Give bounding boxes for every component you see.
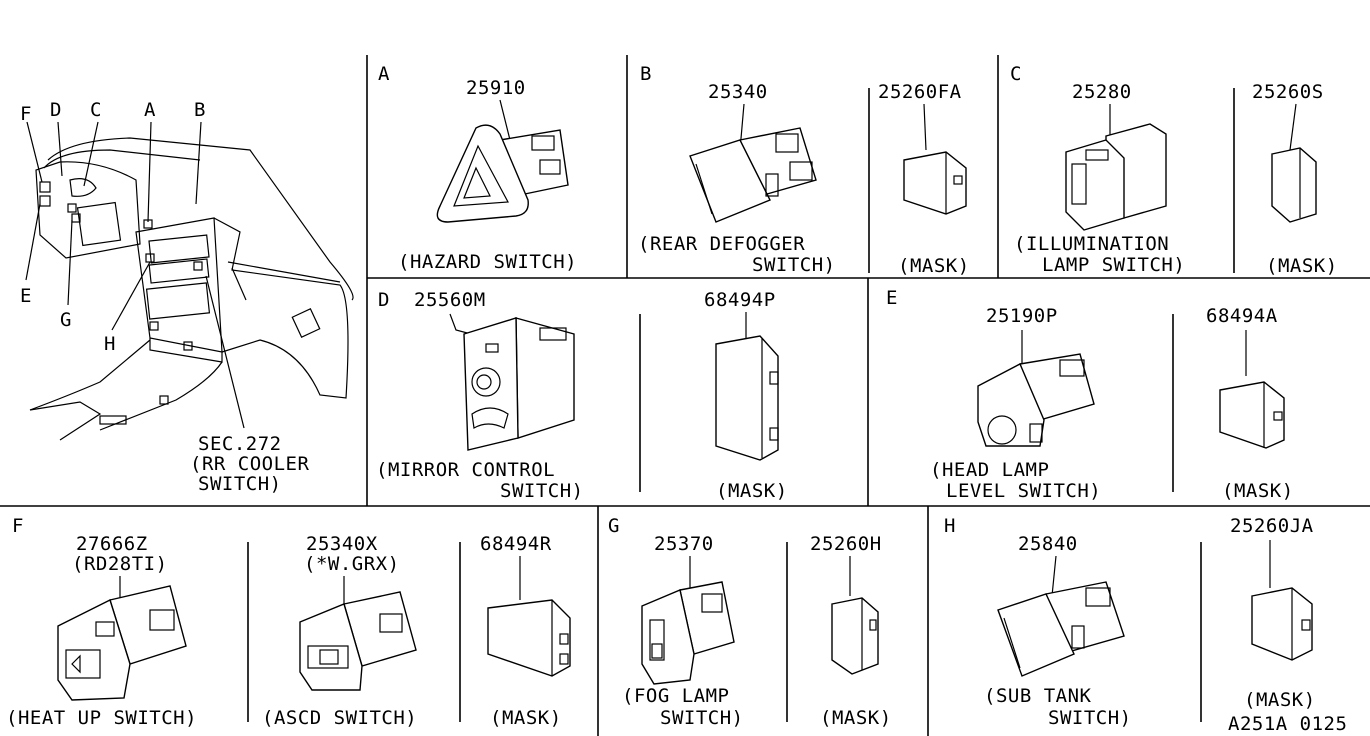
panel-a: A 25910 (HAZARD SWITCH): [378, 63, 577, 273]
part-number: 25370: [654, 533, 714, 555]
panel-letter: A: [378, 63, 390, 85]
part-note-2: (*W.GRX): [304, 553, 400, 575]
part-number-1: 27666Z: [76, 533, 148, 555]
sub-tank-switch-drawing: [997, 581, 1125, 677]
mask-drawing: [1271, 147, 1317, 223]
callout-b: B: [194, 99, 206, 121]
callout-h: H: [104, 333, 116, 355]
part-caption-line2: SWITCH): [660, 707, 744, 729]
panel-g: G 25370 (FOG LAMP SWITCH) 25260H (MASK): [608, 515, 892, 729]
part-number: 25560M: [414, 289, 486, 311]
callout-c: C: [90, 99, 102, 121]
part-caption: (HAZARD SWITCH): [398, 251, 577, 273]
mask-caption: (MASK): [820, 707, 892, 729]
part-number: 25840: [1018, 533, 1078, 555]
part-number: 25280: [1072, 81, 1132, 103]
part-caption-line1: (HEAD LAMP: [930, 459, 1049, 481]
mask-part-number: 25260JA: [1230, 515, 1314, 537]
callout-a: A: [144, 99, 156, 121]
part-note-1: (RD28TI): [72, 553, 168, 575]
illumination-switch-drawing: [1065, 123, 1167, 231]
rear-defogger-switch-drawing: [689, 127, 817, 223]
mask-drawing: [715, 335, 779, 461]
mask-drawing: [1251, 587, 1313, 661]
part-caption-line1: (MIRROR CONTROL: [376, 459, 555, 481]
panel-letter: E: [886, 287, 898, 309]
part-caption-line1: (REAR DEFOGGER: [638, 233, 805, 255]
part-number: 25340: [708, 81, 768, 103]
part-number-2: 25340X: [306, 533, 378, 555]
panel-b: B 25340 (REAR DEFOGGER SWITCH) 25260FA (…: [638, 63, 970, 277]
heat-up-switch-drawing: [57, 585, 187, 701]
fog-lamp-switch-drawing: [641, 581, 735, 685]
panel-letter: D: [378, 289, 390, 311]
panel-d: D 25560M (MIRROR CONTROL SWITCH) 68494P …: [376, 289, 788, 502]
part-caption-line2: LAMP SWITCH): [1042, 254, 1185, 276]
sec-reference: SEC.272: [198, 433, 282, 455]
mask-caption: (MASK): [1222, 480, 1294, 502]
mask-drawing: [1219, 381, 1285, 449]
panel-h: H 25840 (SUB TANK SWITCH) 25260JA (MASK): [944, 515, 1316, 729]
mask-part-number: 68494P: [704, 289, 776, 311]
part-caption-2: (ASCD SWITCH): [262, 707, 417, 729]
part-caption-1: (HEAT UP SWITCH): [6, 707, 197, 729]
mirror-control-switch-drawing: [463, 317, 575, 451]
overview-leaders: [25, 121, 245, 429]
callout-e: E: [20, 285, 32, 307]
panel-letter: B: [640, 63, 652, 85]
part-caption-line1: (ILLUMINATION: [1014, 233, 1169, 255]
mask-drawing: [831, 597, 879, 675]
dashboard-illustration: [29, 137, 354, 441]
mask-caption: (MASK): [1244, 689, 1316, 711]
callout-f: F: [20, 103, 32, 125]
part-number: 25190P: [986, 305, 1058, 327]
head-lamp-level-switch-drawing: [977, 353, 1095, 447]
panel-letter: C: [1010, 63, 1022, 85]
dashboard-overview: F D C A B E G H SEC.272 (RR COOLER SWITC…: [20, 99, 354, 495]
mask-drawing: [487, 599, 571, 677]
sec-caption-line1: (RR COOLER: [190, 453, 309, 475]
panel-e: E 25190P (HEAD LAMP LEVEL SWITCH) 68494A…: [886, 287, 1294, 502]
part-number: 25910: [466, 77, 526, 99]
mask-caption: (MASK): [1266, 255, 1338, 277]
mask-part-number: 68494R: [480, 533, 552, 555]
panel-c: C 25280 (ILLUMINATION LAMP SWITCH) 25260…: [1010, 63, 1338, 277]
mask-caption: (MASK): [716, 480, 788, 502]
panel-f: F 27666Z (RD28TI) (HEAT UP SWITCH) 25340…: [6, 515, 571, 729]
panel-letter: G: [608, 515, 620, 537]
sec-caption-line2: SWITCH): [198, 473, 282, 495]
mask-part-number: 25260H: [810, 533, 882, 555]
mask-drawing: [903, 151, 967, 215]
part-caption-line2: LEVEL SWITCH): [946, 480, 1101, 502]
part-caption-line1: (SUB TANK: [984, 685, 1092, 707]
callout-g: G: [60, 309, 72, 331]
mask-part-number: 68494A: [1206, 305, 1278, 327]
mask-caption: (MASK): [490, 707, 562, 729]
mask-part-number: 25260S: [1252, 81, 1324, 103]
drawing-code: A251A 0125: [1228, 713, 1347, 735]
mask-caption: (MASK): [898, 255, 970, 277]
hazard-switch-drawing: [436, 124, 569, 223]
part-caption-line2: SWITCH): [752, 254, 836, 276]
panel-letter: H: [944, 515, 956, 537]
callout-d: D: [50, 99, 62, 121]
ascd-switch-drawing: [299, 591, 417, 691]
part-caption-line2: SWITCH): [1048, 707, 1132, 729]
mask-part-number: 25260FA: [878, 81, 962, 103]
part-caption-line2: SWITCH): [500, 480, 584, 502]
part-caption-line1: (FOG LAMP: [622, 685, 729, 707]
panel-grid: [0, 55, 1370, 736]
panel-letter: F: [12, 515, 24, 537]
